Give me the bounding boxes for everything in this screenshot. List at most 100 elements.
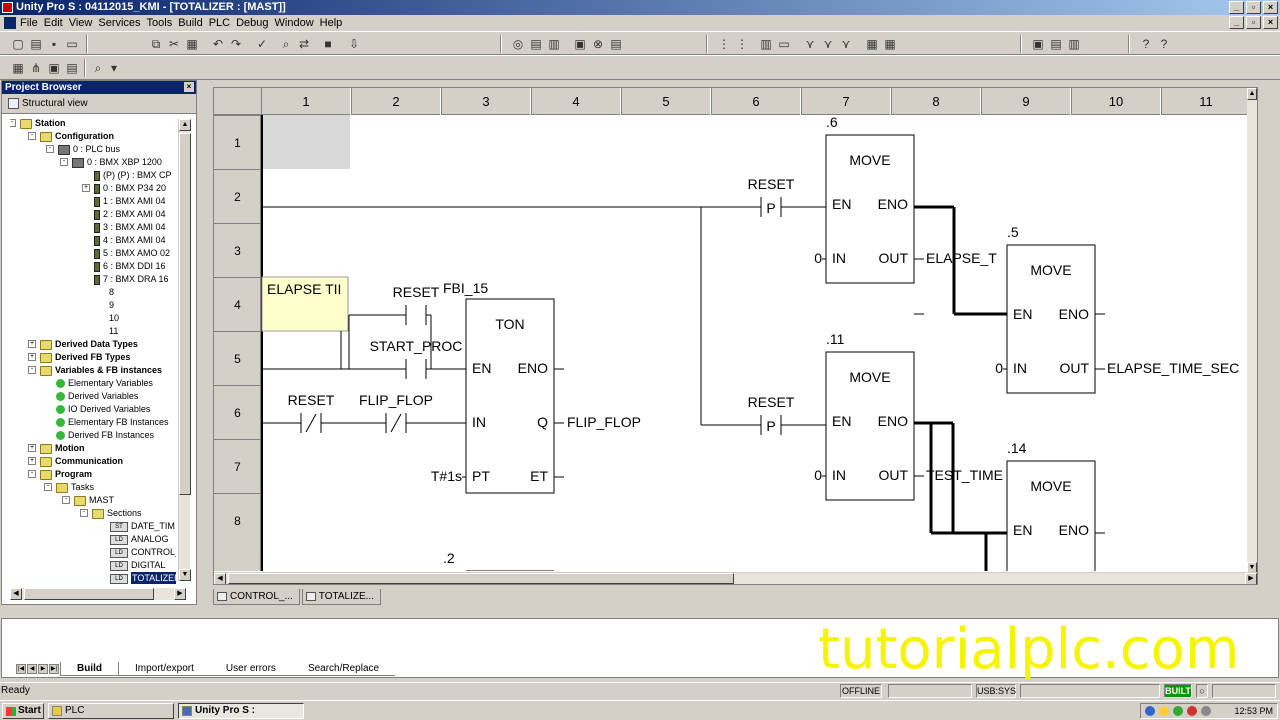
tree-item[interactable]: 0 : BMX P34 20	[94, 182, 166, 195]
expand-icon[interactable]: +	[82, 184, 90, 192]
close-icon[interactable]: ×	[184, 82, 194, 92]
tree-item[interactable]: 9	[94, 299, 114, 312]
tree-item[interactable]: Communication	[40, 455, 123, 468]
menu-view[interactable]: View	[68, 17, 93, 29]
column-header-cell[interactable]: 8	[891, 88, 981, 115]
expand-icon[interactable]: +	[28, 457, 36, 465]
tree-item[interactable]: 1 : BMX AMI 04	[94, 195, 166, 208]
menu-file[interactable]: File	[20, 17, 38, 29]
cut-icon[interactable]: ✂	[168, 37, 180, 51]
mdi-restore-button[interactable]: ▫	[1246, 16, 1261, 29]
binoculars-icon[interactable]: ⊗	[592, 37, 604, 51]
document-icon[interactable]	[4, 17, 16, 29]
io-icon[interactable]: ▦	[866, 37, 878, 51]
first-tab-icon[interactable]: |◀	[16, 664, 26, 674]
tree-item[interactable]: Sections	[92, 507, 142, 520]
tree-item[interactable]: 2 : BMX AMI 04	[94, 208, 166, 221]
minimize-button[interactable]: _	[1229, 1, 1244, 14]
collapse-icon[interactable]: -	[46, 145, 54, 153]
tree-item[interactable]: Program	[40, 468, 92, 481]
scroll-thumb[interactable]	[228, 573, 734, 584]
row-header-cell[interactable]: 1	[214, 115, 261, 169]
redo-icon[interactable]: ↷	[230, 37, 242, 51]
scroll-left-icon[interactable]: ◀	[214, 573, 226, 584]
menu-build[interactable]: Build	[178, 17, 203, 29]
tree-item[interactable]: 10	[94, 312, 119, 325]
tab-totalizer[interactable]: TOTALIZE...	[301, 589, 381, 605]
new-icon[interactable]: ▢	[12, 37, 24, 51]
network-icon[interactable]	[1173, 706, 1183, 716]
column-header-cell[interactable]: 10	[1071, 88, 1161, 115]
window-icon[interactable]: ▣	[48, 61, 60, 75]
step-over-icon[interactable]: ⋎	[805, 37, 815, 51]
mdi-close-button[interactable]: ×	[1263, 16, 1278, 29]
tree-item[interactable]: Motion	[40, 442, 85, 455]
expand-icon[interactable]: +	[28, 340, 36, 348]
connect-icon[interactable]: ◎	[512, 37, 524, 51]
column-header-cell[interactable]: 1	[261, 88, 351, 115]
editor-horizontal-scrollbar[interactable]: ◀ ▶	[214, 572, 1257, 584]
row-header-cell[interactable]: 4	[214, 277, 261, 331]
tree-item[interactable]: (P) (P) : BMX CP	[94, 169, 172, 182]
zoom-dropdown-icon[interactable]: ▾	[110, 61, 118, 75]
menu-tools[interactable]: Tools	[146, 17, 173, 29]
step-icon[interactable]: ⋎	[841, 37, 851, 51]
scroll-right-icon[interactable]: ▶	[1245, 573, 1257, 584]
tree-vertical-scrollbar[interactable]: ▲ ▼	[178, 119, 191, 581]
hierarchy-icon[interactable]: ⋔	[30, 61, 42, 75]
variables-icon[interactable]: ▦	[884, 37, 896, 51]
taskbar-unity-pro[interactable]: Unity Pro S : 0411201...	[178, 703, 304, 720]
column-header-cell[interactable]: 5	[621, 88, 711, 115]
menu-help[interactable]: Help	[319, 17, 343, 29]
transfer-icon[interactable]: ⇩	[348, 37, 360, 51]
analyze-icon[interactable]: ✓	[256, 37, 268, 51]
tab-import-export[interactable]: Import/export	[119, 662, 210, 676]
debug-step-icon[interactable]: ⋮	[718, 37, 730, 51]
tree-item[interactable]: 7 : BMX DRA 16	[94, 273, 169, 286]
panel-icon[interactable]: ▤	[66, 61, 78, 75]
column-header-cell[interactable]: 3	[441, 88, 531, 115]
run-icon[interactable]: ▤	[530, 37, 542, 51]
row-header-cell[interactable]: 7	[214, 439, 261, 493]
tile-horizontal-icon[interactable]: ▤	[1050, 37, 1062, 51]
prev-tab-icon[interactable]: ◀	[27, 664, 37, 674]
close-button[interactable]: ×	[1263, 1, 1278, 14]
row-header-cell[interactable]: 5	[214, 331, 261, 385]
structure-icon[interactable]: ▦	[12, 61, 24, 75]
tree-item[interactable]: Derived Variables	[56, 390, 138, 403]
collapse-icon[interactable]: -	[80, 509, 88, 517]
menu-window[interactable]: Window	[274, 17, 314, 29]
column-header-cell[interactable]: 4	[531, 88, 621, 115]
replace-icon[interactable]: ⇄	[298, 37, 310, 51]
table-icon[interactable]: ▤	[610, 37, 622, 51]
scroll-right-icon[interactable]: ▶	[174, 588, 186, 600]
menu-debug[interactable]: Debug	[236, 17, 269, 29]
tree-item[interactable]: Tasks	[56, 481, 94, 494]
tree-item[interactable]: 11	[94, 325, 118, 338]
breakpoint-icon[interactable]: ▥	[760, 37, 772, 51]
tray-icon[interactable]	[1145, 706, 1155, 716]
debug-into-icon[interactable]: ⋮	[736, 37, 748, 51]
expand-icon[interactable]: +	[28, 353, 36, 361]
collapse-icon[interactable]: -	[28, 470, 36, 478]
column-header-cell[interactable]: 7	[801, 88, 891, 115]
collapse-icon[interactable]: -	[28, 132, 36, 140]
save-icon[interactable]: ▪	[51, 37, 57, 51]
find-icon[interactable]: ⌕	[282, 36, 290, 51]
help-icon[interactable]: ?	[1142, 37, 1150, 51]
tree-item[interactable]: Elementary FB Instances	[56, 416, 169, 429]
tab-user-errors[interactable]: User errors	[209, 662, 292, 676]
tree-item[interactable]: 0 : BMX XBP 1200	[72, 156, 162, 169]
scroll-thumb[interactable]	[179, 133, 191, 495]
tree-item[interactable]: 5 : BMX AMO 02	[94, 247, 170, 260]
collapse-icon[interactable]: -	[60, 158, 68, 166]
tree-horizontal-scrollbar[interactable]: ◀ ▶	[10, 588, 186, 600]
tree-item[interactable]: Derived Data Types	[40, 338, 138, 351]
column-header-cell[interactable]: 11	[1161, 88, 1251, 115]
